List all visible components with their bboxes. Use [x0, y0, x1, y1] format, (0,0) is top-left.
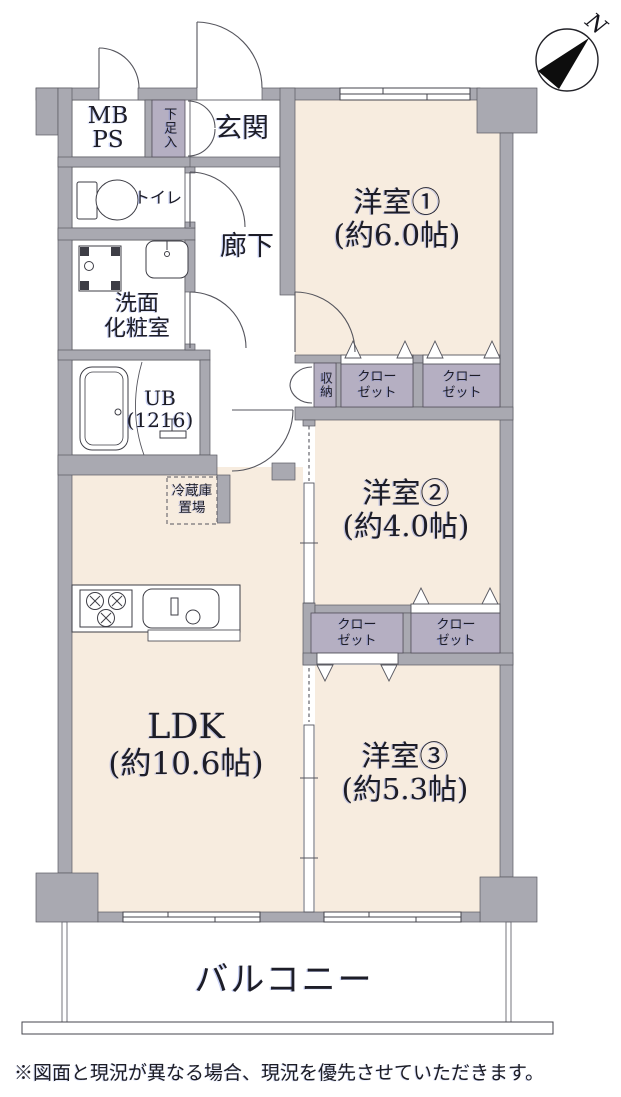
- washer-pan-icon: [78, 245, 122, 292]
- storage-boxes: [151, 99, 501, 654]
- toilet-door: [189, 171, 246, 228]
- closet-doors: [316, 339, 501, 683]
- shoe-cabinet-doors: [187, 100, 216, 157]
- compass: [535, 28, 599, 92]
- closet4-box: [410, 612, 501, 654]
- window-top: [339, 87, 471, 101]
- bathtub-icon: [79, 366, 129, 451]
- mbps-room: [71, 99, 146, 158]
- shoe-cabinet-box: [151, 99, 186, 158]
- fridge-space-box: [166, 476, 218, 525]
- closet3-box: [310, 612, 404, 654]
- ldk-fill: [72, 467, 303, 912]
- storage-doors: [289, 366, 313, 404]
- window-room3-south: [323, 911, 462, 923]
- room2-fill: [315, 420, 500, 605]
- washroom-label: 洗面 化粧室: [103, 291, 171, 341]
- fixtures: [71, 179, 241, 642]
- ldk-door: [231, 409, 294, 472]
- closet1-label: クロー ゼット: [357, 369, 397, 400]
- pillar-top-right: [476, 87, 538, 134]
- washroom-door: [189, 291, 247, 349]
- windows: [122, 87, 471, 923]
- shoe-cabinet-label: 下足入: [161, 107, 177, 149]
- walls: [35, 87, 538, 923]
- basin-icon: [145, 240, 189, 279]
- closet3-label: クロー ゼット: [337, 617, 377, 648]
- balcony-label: バルコニー: [194, 959, 374, 1000]
- room1-door: [294, 291, 356, 353]
- unit-bath-label: UB (1216): [126, 386, 194, 432]
- storage-label: 収納: [318, 371, 333, 399]
- mbps-door: [98, 47, 140, 89]
- bath-door-curve: [135, 361, 145, 456]
- window-ldk-south: [122, 911, 261, 923]
- entrance-door: [196, 21, 263, 89]
- kitchen-sink-icon: [142, 588, 220, 629]
- entrance-label: 玄関: [215, 112, 269, 144]
- closet4-label: クロー ゼット: [436, 617, 476, 648]
- balcony-slab: [21, 1021, 554, 1035]
- stove-icon: [79, 589, 133, 628]
- bath-faucet-icon: [159, 418, 187, 439]
- hallway-label: 廊下: [220, 230, 274, 262]
- room2-label: 洋室②(約4.0帖): [342, 476, 470, 543]
- room1-fill: [295, 100, 500, 355]
- sliding-partitions: [300, 426, 318, 913]
- room3-fill: [315, 665, 500, 912]
- balcony-rail-left: [61, 921, 68, 1023]
- balcony-rail-right: [505, 921, 512, 1023]
- ldk-label: LDK(約10.6帖): [108, 707, 264, 783]
- closet2-label: クロー ゼット: [442, 369, 482, 400]
- counter-edge: [147, 629, 241, 642]
- fridge-space-label: 冷蔵庫 置場: [171, 483, 213, 516]
- pillar-bottom-right: [479, 876, 538, 923]
- mbps-label: MB PS: [87, 102, 129, 153]
- room3-label: 洋室③(約5.3帖): [341, 739, 469, 806]
- compass-needle: [538, 38, 589, 89]
- disclaimer-note: ※図面と現況が異なる場合、現況を優先させていただきます。: [14, 1062, 545, 1084]
- toilet-label: トイレ: [133, 188, 183, 208]
- toilet-icon: [76, 179, 139, 221]
- swing-doors: [98, 21, 356, 472]
- room1-label: 洋室①(約6.0帖): [333, 185, 461, 252]
- storage-box: [313, 362, 337, 408]
- balcony-structure: [21, 921, 554, 1035]
- room-fills: [72, 100, 500, 912]
- pillar-bottom-left: [35, 872, 99, 923]
- closet1-box: [340, 362, 414, 408]
